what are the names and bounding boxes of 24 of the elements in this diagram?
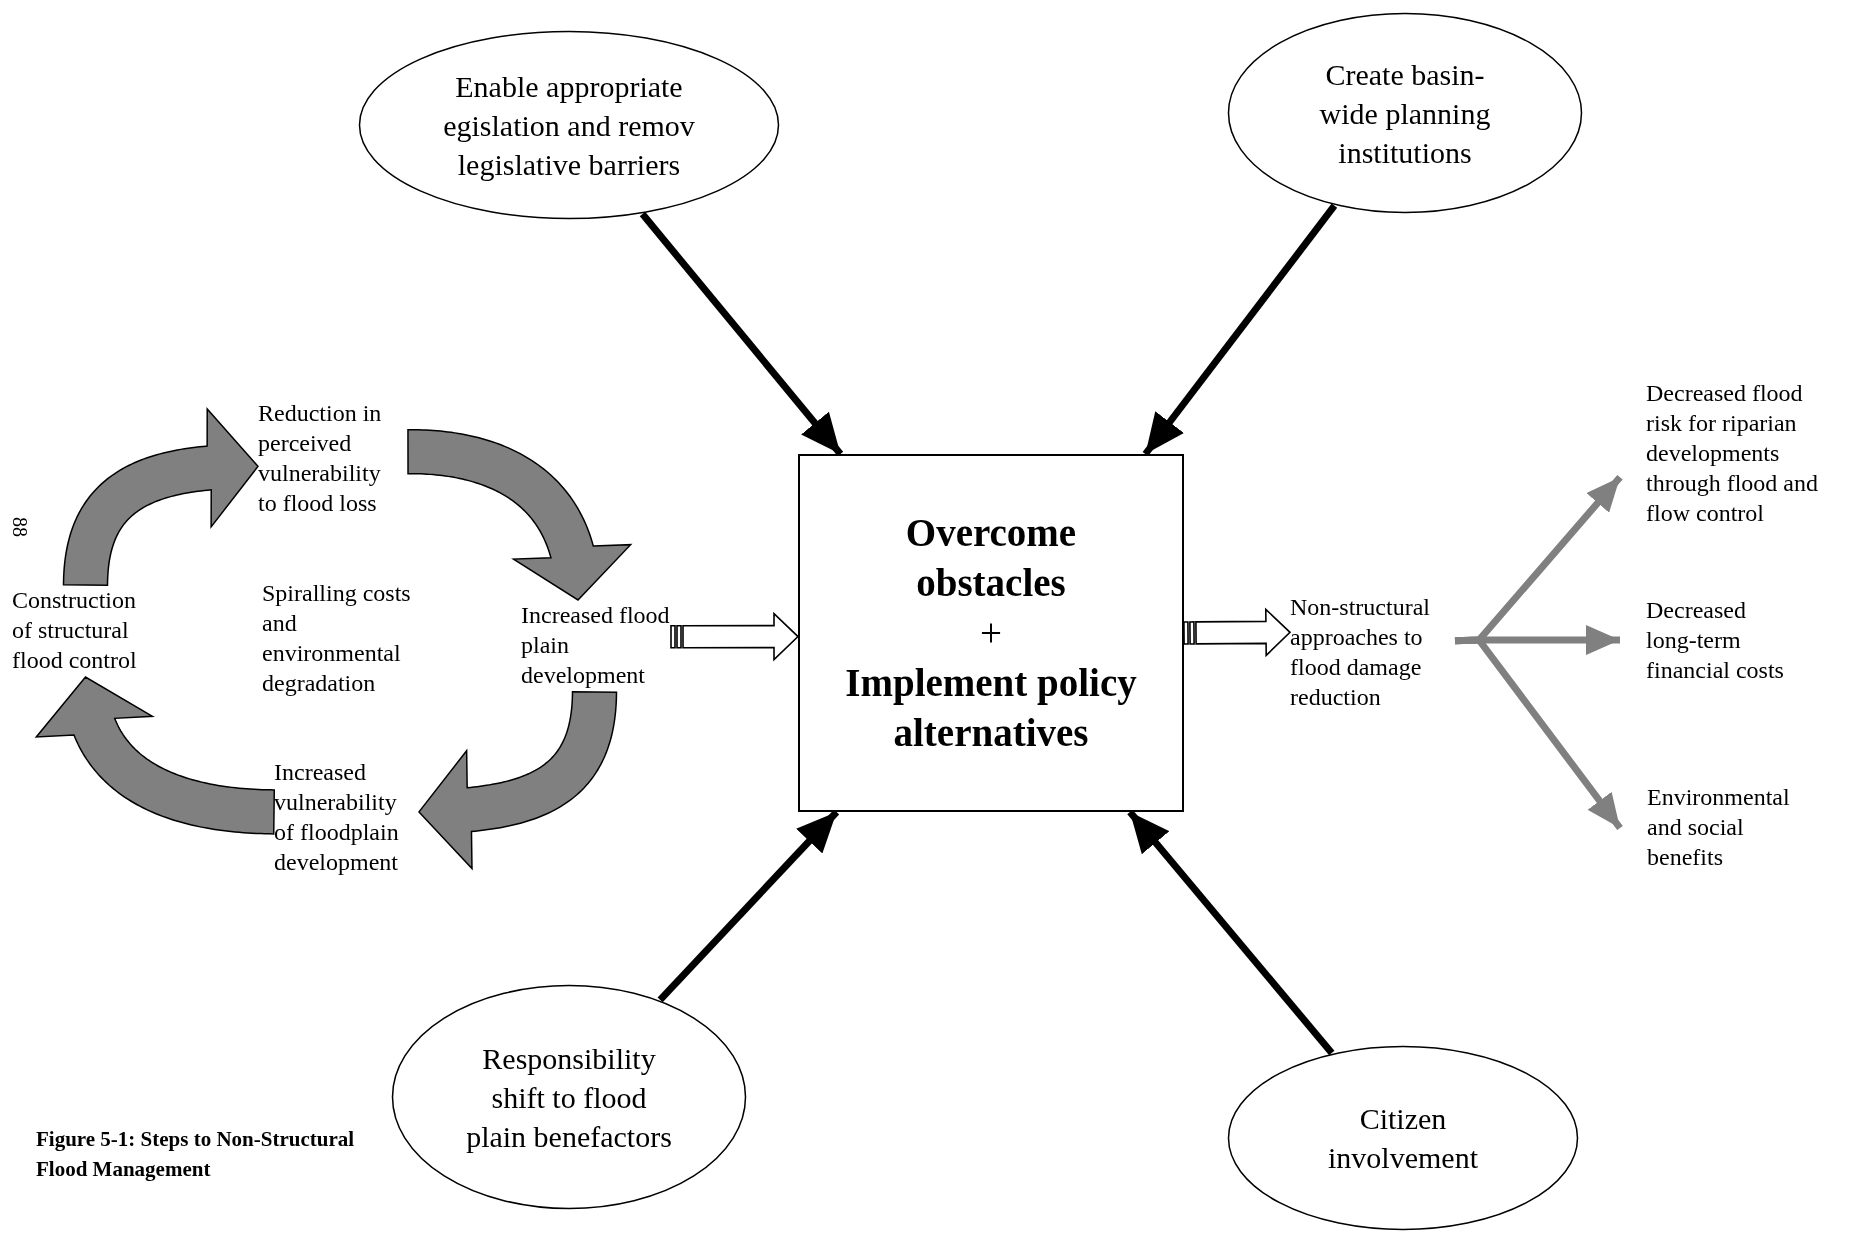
node-label: Construction of structural flood control (12, 586, 138, 675)
hollow-arrow (670, 611, 800, 662)
node-label: Responsibility shift to flood plain benefactors (465, 1040, 673, 1155)
cycle-center-label: Spiralling costs and environmental degradation (262, 579, 412, 698)
node-label: Overcome obstacles (904, 510, 1078, 606)
arrow (639, 211, 844, 457)
node-label: Decreased long-term financial costs (1646, 596, 1785, 685)
process-box (798, 454, 1184, 812)
node-label: Environmental and social benefits (1647, 783, 1791, 872)
node-label: Create basin- wide planning institutions (1318, 56, 1492, 171)
node-label: Implement policy alternatives (844, 660, 1138, 756)
page-number: 88 (8, 517, 32, 537)
node-label: Citizen involvement (1327, 1101, 1479, 1176)
node-label: Increased flood plain development (521, 601, 671, 690)
curved-arrow (418, 690, 618, 871)
node-label: Enable appropriate egislation and remov legislative barriers (442, 68, 696, 183)
arrow (1142, 203, 1338, 457)
node-label: Non-structural approaches to flood damage reduction (1290, 593, 1431, 712)
figure-caption: Figure 5-1: Steps to Non-Structural Flood Management (36, 1126, 356, 1183)
node-label: Reduction in perceived vulnerability to flood loss (258, 399, 383, 518)
node-label: + (980, 610, 1002, 656)
node-label: Decreased flood risk for riparian developments through flood and flow control (1646, 379, 1819, 528)
hollow-arrow (1183, 607, 1292, 658)
arrow (1454, 636, 1623, 831)
